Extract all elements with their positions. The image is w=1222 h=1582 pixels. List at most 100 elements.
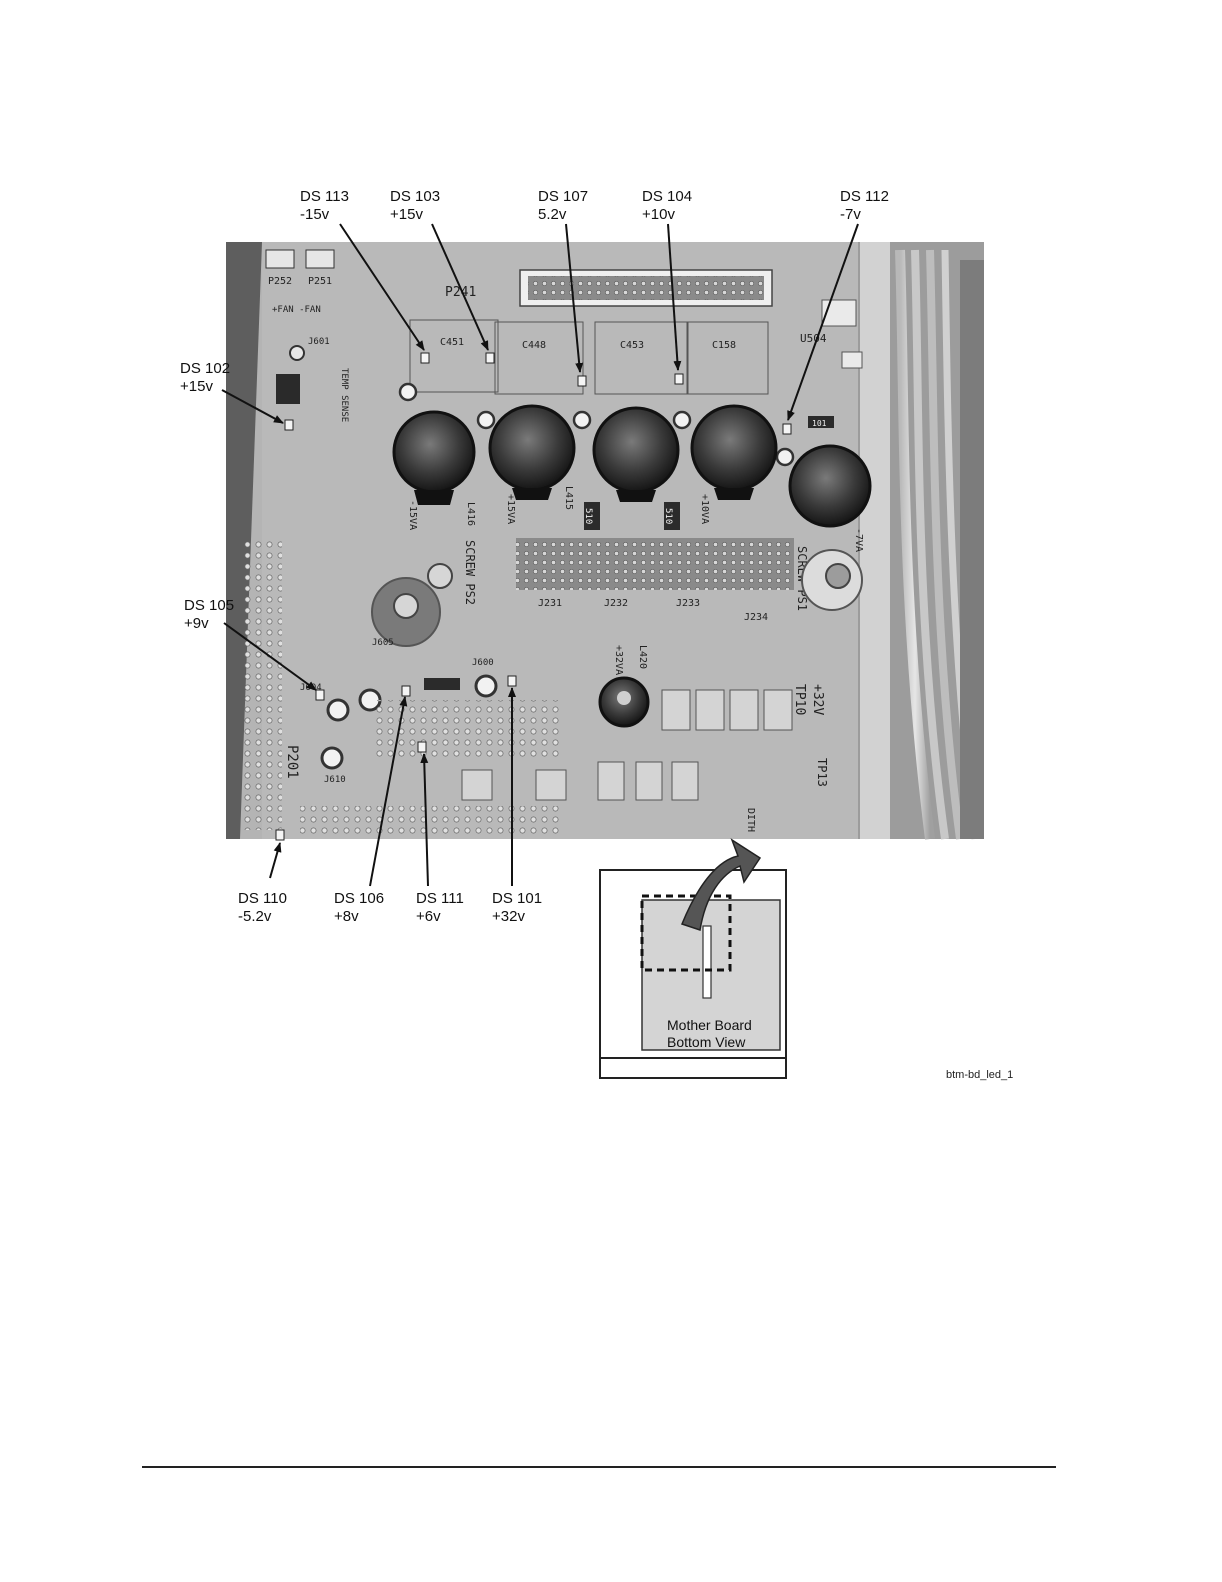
callout-voltage: +32v xyxy=(492,908,525,925)
label-c451: C451 xyxy=(440,337,464,348)
arrow-ds113 xyxy=(339,223,425,351)
callout-arrows xyxy=(221,223,859,887)
callout-ref: DS 110 xyxy=(238,890,287,907)
connector-p241 xyxy=(519,269,773,307)
screw-ps1 xyxy=(801,549,863,611)
label-c453: C453 xyxy=(620,340,644,351)
screw-ps2 xyxy=(371,563,453,647)
label-tp13: TP13 xyxy=(815,758,829,787)
callout-voltage: +6v xyxy=(416,908,441,925)
label-j601: J601 xyxy=(308,337,330,347)
callout-voltage: +8v xyxy=(334,908,359,925)
inductor-right xyxy=(690,404,778,500)
figure-id: btm-bd_led_1 xyxy=(946,1069,1014,1081)
callout-voltage: +10v xyxy=(642,206,675,223)
arrow-ds106 xyxy=(369,696,408,887)
inductor-l415 xyxy=(488,404,576,500)
callout-ref: DS 102 xyxy=(180,360,231,377)
label-plus10va: +10VA xyxy=(699,494,710,524)
inductor-l420 xyxy=(598,676,650,728)
arrow-ds112 xyxy=(787,223,859,421)
callout-ref: DS 106 xyxy=(334,890,385,907)
inductor-far-right xyxy=(788,444,872,528)
label-minus7va: -7VA xyxy=(853,528,864,552)
label-j234: J234 xyxy=(744,612,768,623)
callout-ds107: DS 107 5.2v xyxy=(538,188,588,224)
callout-ds101: DS 101 +32v xyxy=(492,890,542,926)
label-plus32va: +32VA xyxy=(613,645,624,675)
callout-ds106: DS 106 +8v xyxy=(334,890,384,926)
callout-ref: DS 105 xyxy=(184,597,235,614)
callout-voltage: -5.2v xyxy=(238,908,272,925)
label-dith: DITH xyxy=(745,808,756,832)
label-plus15va: +15VA xyxy=(505,494,516,524)
label-plus32v: +32V xyxy=(810,684,825,715)
callout-ds105: DS 105 +9v xyxy=(184,597,234,633)
callout-ds111: DS 111 +6v xyxy=(416,890,464,926)
label-j232: J232 xyxy=(604,598,628,609)
callout-voltage: +15v xyxy=(180,378,213,395)
label-j233: J233 xyxy=(676,598,700,609)
label-l420: L420 xyxy=(637,645,648,669)
arrow-ds110 xyxy=(269,842,282,879)
callout-voltage: 5.2v xyxy=(538,206,567,223)
label-j610: J610 xyxy=(324,775,346,785)
label-j231: J231 xyxy=(538,598,562,609)
inset-arrow-icon xyxy=(681,838,762,931)
footer-divider xyxy=(142,1466,1056,1468)
inductor-l416 xyxy=(392,410,476,505)
label-l416: L416 xyxy=(465,502,476,526)
label-l415: L415 xyxy=(563,486,574,510)
label-temp-sense: TEMP SENSE xyxy=(339,368,349,422)
inset-locator xyxy=(599,838,787,1079)
label-tp10: TP10 xyxy=(792,684,807,715)
label-p251: P251 xyxy=(308,276,332,287)
callout-voltage: -7v xyxy=(840,206,861,223)
callout-ref: DS 107 xyxy=(538,188,589,205)
label-c158: C158 xyxy=(712,340,736,351)
board-photo: P241 P252 P251 +FAN -FAN C451 C448 C453 … xyxy=(226,242,984,841)
arrow-ds105 xyxy=(223,622,317,691)
capacitor-row-upper xyxy=(661,689,793,731)
callout-voltage: -15v xyxy=(300,206,330,223)
led-pads xyxy=(275,352,792,841)
inset-caption-line1: Mother Board xyxy=(667,1017,752,1033)
inset-caption: Mother Board Bottom View xyxy=(667,1017,752,1051)
label-u504: U504 xyxy=(800,332,827,345)
label-j600: J600 xyxy=(472,658,494,668)
callout-ref: DS 113 xyxy=(300,188,349,205)
callout-ds110: DS 110 -5.2v xyxy=(238,890,287,926)
callout-voltage: +9v xyxy=(184,615,209,632)
callout-ds102: DS 102 +15v xyxy=(180,360,230,396)
callout-ref: DS 104 xyxy=(642,188,693,205)
callout-ds103: DS 103 +15v xyxy=(390,188,440,224)
label-fan: +FAN -FAN xyxy=(272,305,321,315)
arrow-ds103 xyxy=(431,223,489,351)
label-r101: 101 xyxy=(812,419,827,428)
callout-ds112: DS 112 -7v xyxy=(840,188,889,224)
callout-ds113: DS 113 -15v xyxy=(300,188,349,224)
inductor-center xyxy=(592,406,680,502)
callout-ds104: DS 104 +10v xyxy=(642,188,692,224)
callout-ref: DS 101 xyxy=(492,890,543,907)
arrow-ds111 xyxy=(420,753,429,887)
label-p252: P252 xyxy=(268,276,292,287)
capacitor-row-lower xyxy=(461,761,699,801)
label-p241: P241 xyxy=(445,285,476,300)
label-r510-a: 510 xyxy=(583,508,593,524)
callout-voltage: +15v xyxy=(390,206,423,223)
label-minus15va: -15VA xyxy=(407,500,418,530)
label-j605: J605 xyxy=(372,638,394,648)
callout-ref: DS 103 xyxy=(390,188,441,205)
pin-header-j231-j234 xyxy=(516,538,794,590)
label-p201: P201 xyxy=(284,745,300,779)
callout-ref: DS 112 xyxy=(840,188,889,205)
label-screw-ps2: SCREW PS2 xyxy=(463,540,477,605)
label-r510-b: 510 xyxy=(663,508,673,524)
arrow-ds104 xyxy=(667,223,682,371)
inset-caption-line2: Bottom View xyxy=(667,1034,746,1050)
callout-ref: DS 111 xyxy=(416,890,464,907)
label-c448: C448 xyxy=(522,340,546,351)
arrow-ds102 xyxy=(221,389,284,424)
